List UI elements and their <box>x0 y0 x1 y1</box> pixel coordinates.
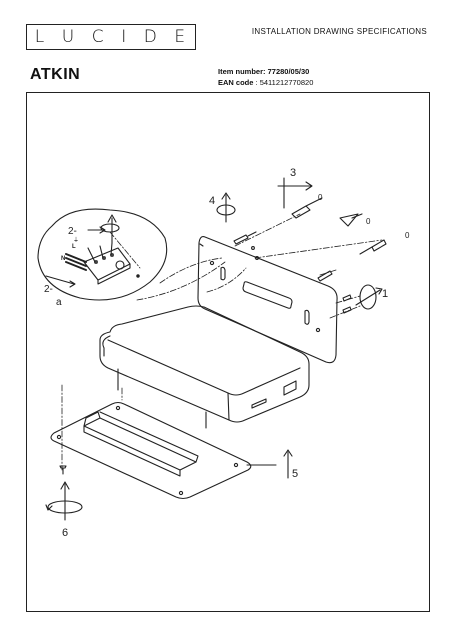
qty-a-label: 0 <box>318 193 323 202</box>
plate-slot <box>304 309 310 325</box>
rotation-1-icon <box>359 284 377 310</box>
screw-6 <box>59 465 67 475</box>
base-tray <box>50 401 252 500</box>
switch <box>251 398 267 409</box>
step-6-arrow <box>60 481 70 521</box>
brand-logo: L U C I D E <box>26 24 196 50</box>
screw-1b <box>342 306 352 314</box>
step-5-label: 5 <box>292 468 298 480</box>
tray-hole <box>56 434 62 440</box>
ean-label: EAN code <box>218 78 254 87</box>
logo-letter: E <box>174 27 188 47</box>
rotation-4-icon <box>216 204 236 216</box>
wire-cut-icon <box>339 213 359 227</box>
rotation-6-icon <box>47 500 83 514</box>
step-2a-label: 2- <box>68 226 77 237</box>
step-1-arrow <box>355 287 383 306</box>
step-4-label: 4 <box>209 195 215 207</box>
document-title: INSTALLATION DRAWING SPECIFICATIONS <box>251 27 427 36</box>
logo-letter: L <box>34 27 47 47</box>
step-2b-label: 2- <box>44 284 53 295</box>
wire-l-label: L <box>72 244 76 250</box>
logo-letter: C <box>91 27 106 47</box>
tray-hole <box>178 490 184 496</box>
step-5-arrow <box>246 449 293 479</box>
logo-letter: I <box>121 27 129 47</box>
item-number-value: 77280/05/30 <box>267 67 310 76</box>
item-number-row: Item number: 77280/05/30 <box>218 66 313 77</box>
screw-lower <box>317 270 333 282</box>
plate-slot <box>220 266 226 281</box>
product-name: ATKIN <box>30 66 81 83</box>
plate-slot <box>242 281 293 309</box>
ean-value: : 5411212770820 <box>255 78 314 87</box>
wiring-detail-bubble <box>37 208 168 301</box>
qty-b-label: 0 <box>405 231 410 240</box>
plate-hole <box>315 327 321 333</box>
product-meta: Item number: 77280/05/30 EAN code : 5411… <box>218 66 313 88</box>
step-4-arrow <box>221 192 231 223</box>
step-6-label: 6 <box>62 527 68 539</box>
wire-e-label: ⏚ <box>73 237 79 244</box>
screw-upper <box>359 239 387 255</box>
step-3-label: 3 <box>290 167 296 179</box>
wire-n-label: N <box>61 256 65 262</box>
wall-mounting-plate <box>197 236 338 364</box>
screw-4 <box>233 231 257 245</box>
ean-row: EAN code : 5411212770820 <box>218 77 313 88</box>
plate-hole <box>209 260 215 266</box>
tray-hole <box>115 405 121 411</box>
step-1-label: 1 <box>382 288 388 300</box>
usb-port <box>283 380 297 396</box>
lamp-body <box>99 305 310 423</box>
tray-hole <box>233 462 239 468</box>
logo-letter: U <box>61 27 77 47</box>
drawing-frame <box>26 92 430 612</box>
step-2c-label: a <box>56 297 62 308</box>
wall-plug <box>291 197 323 219</box>
item-number-label: Item number: <box>218 67 266 76</box>
logo-letter: D <box>143 27 159 47</box>
qty-c-label: 0 <box>366 217 371 226</box>
screw-1a <box>342 294 352 302</box>
step-3-arrow <box>277 177 313 209</box>
